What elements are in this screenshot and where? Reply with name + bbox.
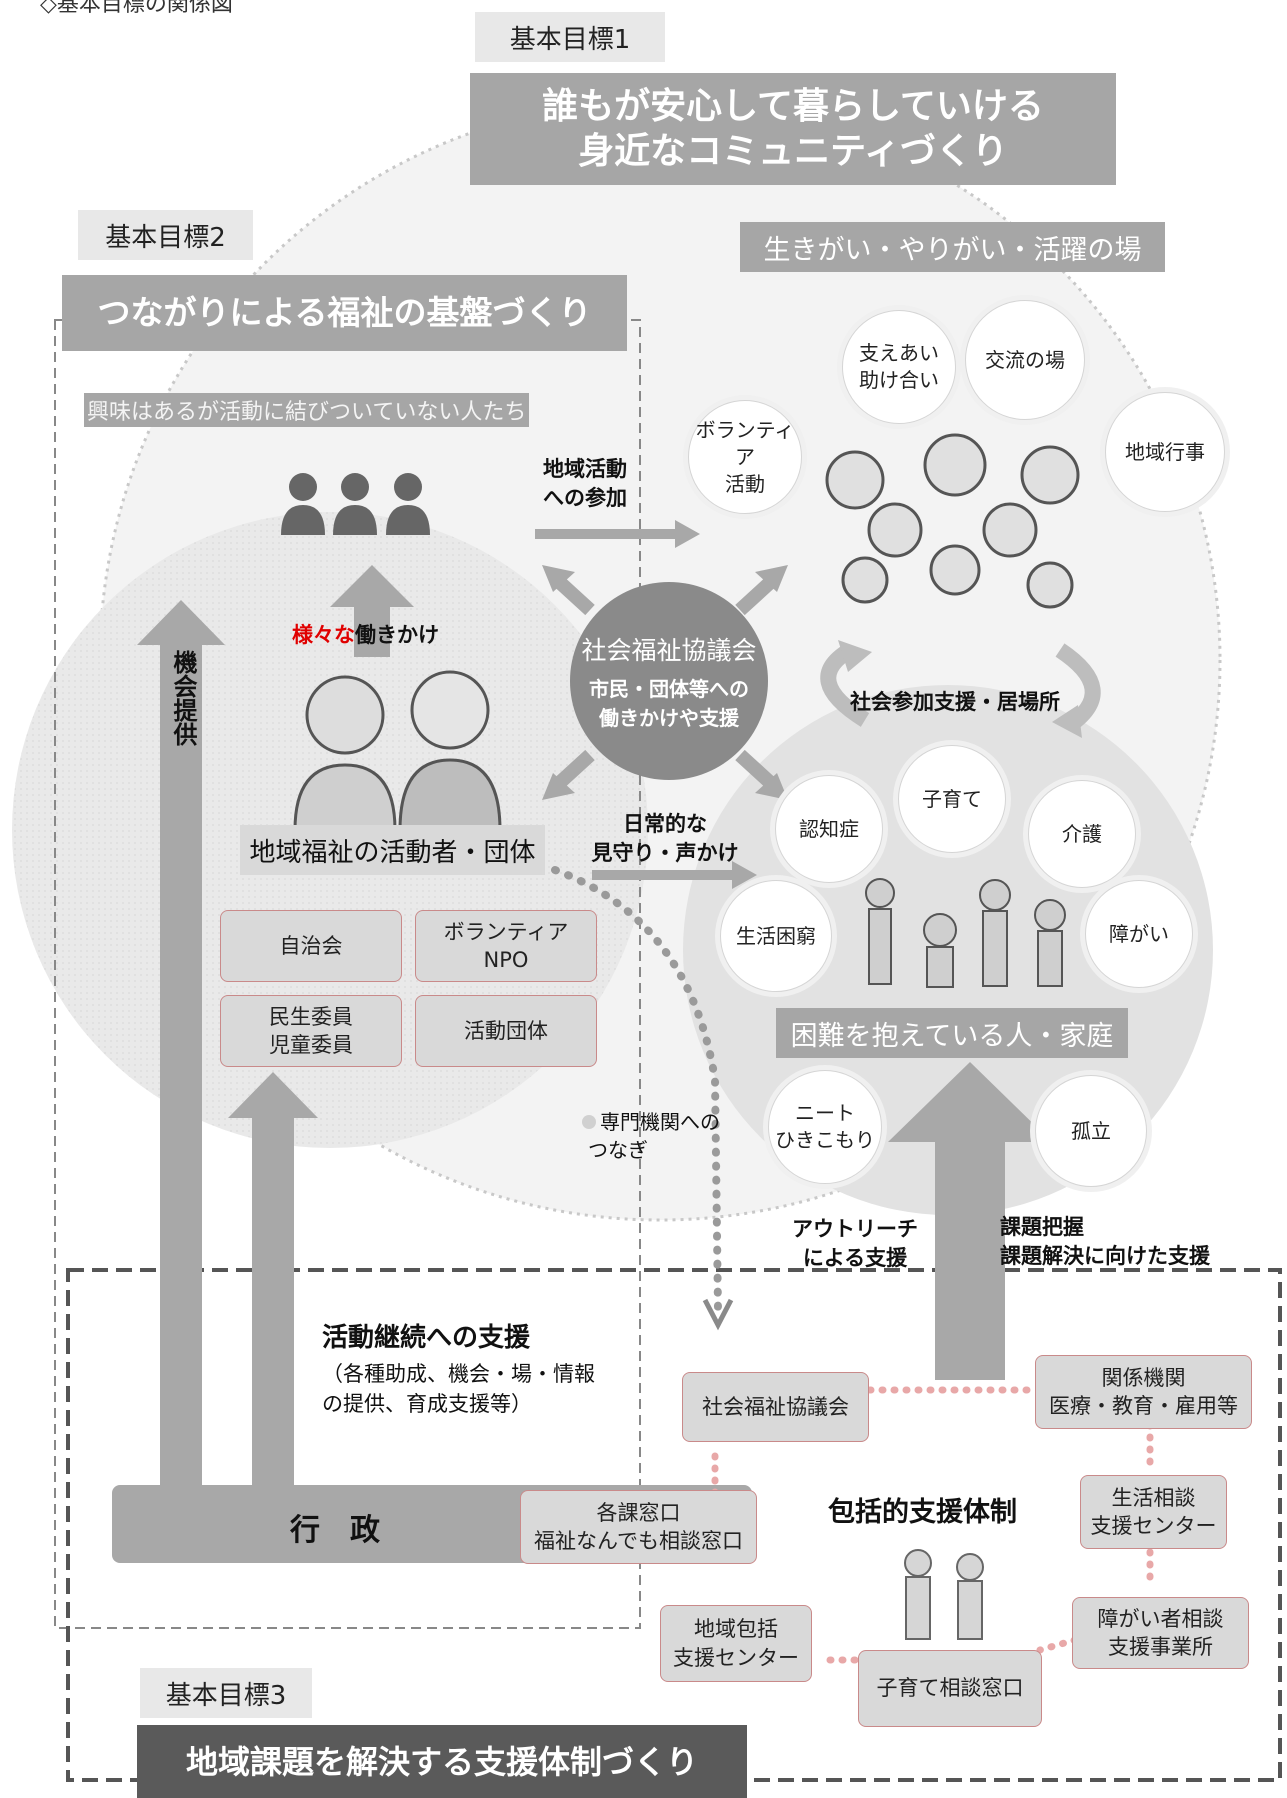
goal2-tag: 基本目標2 [78,210,253,260]
ikigai-circle-exchange: 交流の場 [965,300,1085,420]
system-title: 包括的支援体制 [828,1497,1017,1528]
issue-label: 課題把握 課題解決に向けた支援 [1000,1215,1210,1269]
system-node-council: 社会福祉協議会 [682,1372,869,1442]
ikigai-circle-support: 支えあい助け合い [842,310,956,424]
header-partial-label: ◇基本目標の関係図 [40,0,233,17]
support-text: 活動継続への支援 （各種助成、機会・場・情報 の提供、育成支援等） [322,1320,595,1419]
watch-label: 日常的な 見守り・声かけ [591,812,739,866]
people-icon [278,468,438,540]
difficulty-circle-dementia: 認知症 [775,775,883,883]
goal2-title: つながりによる福祉の基盤づくり [62,275,627,351]
goal3-tag: 基本目標3 [140,1668,312,1718]
difficulty-circle-childcare: 子育て [898,745,1006,853]
difficulty-circle-poverty: 生活困窮 [720,880,832,992]
social-support-label: 社会参加支援・居場所 [850,690,1060,714]
ikigai-label: 生きがい・やりがい・活躍の場 [740,222,1165,272]
group-activity: 活動団体 [415,995,597,1067]
system-node-childcare: 子育て相談窓口 [858,1650,1042,1727]
ikigai-circle-events: 地域行事 [1105,392,1225,512]
system-node-living: 生活相談支援センター [1080,1475,1227,1549]
goal1-tag: 基本目標1 [475,12,665,62]
ikigai-circle-volunteer: ボランティア活動 [688,400,802,514]
activists-label: 地域福祉の活動者・団体 [240,825,545,875]
referral-label: 専門機関への つなぎ [582,1108,720,1164]
interested-label: 興味はあるが活動に結びついていない人たち [84,393,530,427]
group-cheer-illustration [795,420,1115,640]
referral-dot-icon [582,1115,596,1129]
outreach-label: アウトリーチ による支援 [792,1217,918,1271]
system-node-disability: 障がい者相談支援事業所 [1072,1597,1249,1669]
difficulty-circle-neet: ニートひきこもり [768,1070,882,1184]
activists-illustration [275,665,515,830]
council-circle: 社会福祉協議会 市民・団体等への 働きかけや支援 [570,582,768,780]
goal1-title: 誰もが安心して暮らしていける 身近なコミュニティづくり [470,73,1116,185]
group-jichikai: 自治会 [220,910,402,982]
admin-label: 行 政 [290,1513,380,1548]
council-title: 社会福祉協議会 [581,636,757,665]
system-node-comprehensive: 地域包括支援センター [660,1605,812,1682]
goal3-title: 地域課題を解決する支援体制づくり [137,1725,747,1798]
opportunity-label: 機会提供 [169,650,197,746]
support-title: 活動継続への支援 [322,1323,531,1353]
difficulty-circle-care: 介護 [1028,780,1136,888]
admin-window: 各課窓口福祉なんでも相談窓口 [520,1490,757,1564]
difficulty-label: 困難を抱えている人・家庭 [776,1008,1128,1058]
goal1-title-line1: 誰もが安心して暮らしていける [542,86,1044,127]
system-node-agencies: 関係機関医療・教育・雇用等 [1035,1355,1252,1429]
difficulty-circle-disability: 障がい [1085,880,1193,988]
goal1-title-line2: 身近なコミュニティづくり [578,131,1008,172]
group-minsei: 民生委員児童委員 [220,995,402,1067]
participation-label: 地域活動 への参加 [543,457,627,511]
difficulty-circle-isolation: 孤立 [1035,1075,1147,1187]
consultation-illustration [890,1545,1000,1645]
various-red: 様々な [292,623,355,647]
various-actions-label: 様々な働きかけ [292,623,439,647]
family-illustration [855,875,1080,990]
